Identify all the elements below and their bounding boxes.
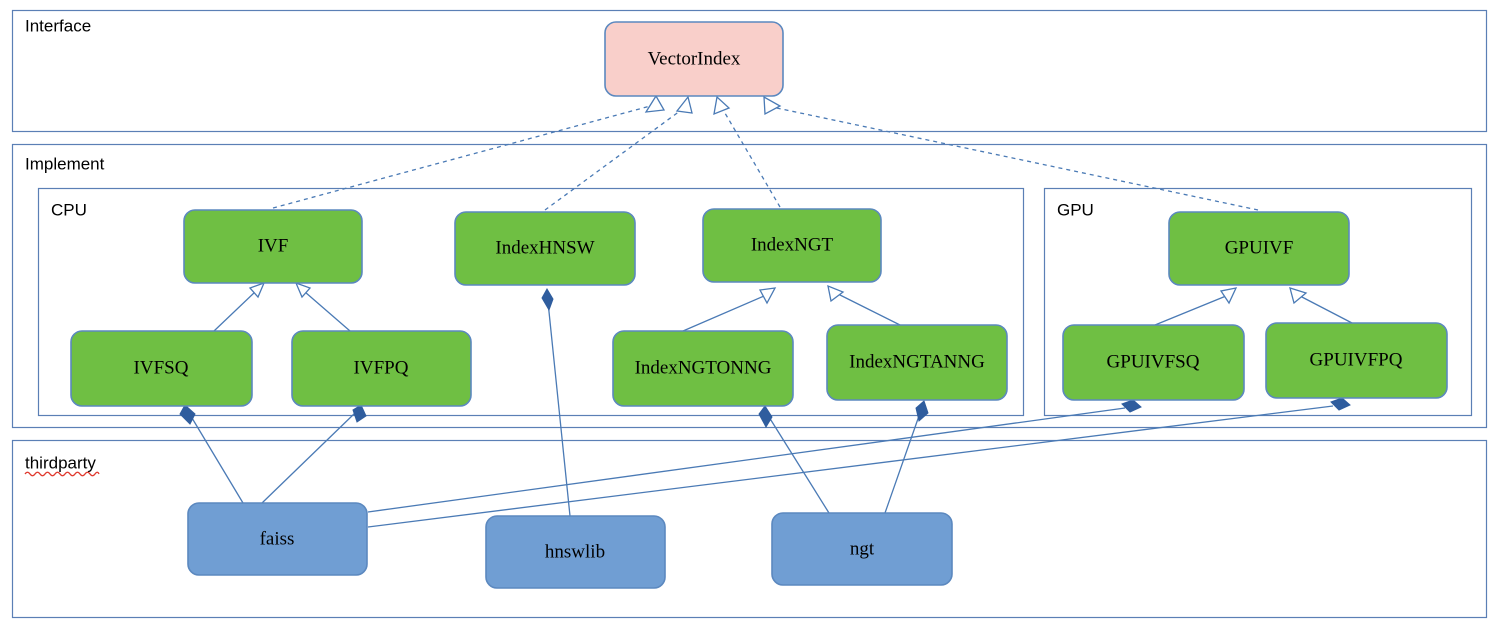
filled-diamond-arrowhead (352, 404, 367, 423)
node-indexngtanng[interactable]: IndexNGTANNG (826, 324, 1008, 401)
node-label: IndexNGTANNG (849, 351, 985, 372)
node-label: ngt (850, 538, 875, 559)
hollow-triangle-arrowhead (1289, 287, 1308, 305)
node-ngt[interactable]: ngt (771, 512, 953, 586)
edge-line (367, 407, 1126, 513)
edge-indexngtanng-extends-indexngt (827, 284, 901, 326)
group-label-cpu: CPU (51, 200, 87, 219)
node-box[interactable] (604, 21, 784, 97)
filled-diamond-arrowhead (179, 404, 196, 425)
edge-line (213, 291, 256, 332)
node-label: IndexNGT (751, 234, 834, 255)
edge-faiss-composes-gpuivfsq (367, 399, 1142, 513)
edge-line (261, 412, 356, 504)
node-indexngtonng[interactable]: IndexNGTONNG (612, 330, 794, 407)
node-box[interactable] (187, 502, 368, 576)
edge-faiss-composes-ivfsq (179, 404, 244, 504)
node-box[interactable] (1265, 322, 1448, 399)
node-box[interactable] (771, 512, 953, 586)
edge-line (547, 301, 571, 517)
node-box[interactable] (454, 211, 636, 286)
node-box[interactable] (702, 208, 882, 283)
edge-line (682, 295, 765, 332)
hollow-triangle-arrowhead (758, 287, 777, 305)
group-label-interface: Interface (25, 16, 91, 35)
node-box[interactable] (826, 324, 1008, 401)
edge-gpuivfpq-extends-gpuivf (1289, 287, 1353, 324)
node-hnswlib[interactable]: hnswlib (485, 515, 666, 589)
edge-indexngtonng-extends-indexngt (682, 287, 777, 332)
edge-faiss-composes-gpuivfpq (367, 397, 1351, 528)
node-label: IndexNGTONNG (635, 357, 772, 378)
edge-line (1299, 295, 1353, 324)
node-label: IVF (258, 235, 289, 256)
node-label: hnswlib (545, 541, 605, 562)
edge-line (837, 293, 901, 326)
node-gpuivfsq[interactable]: GPUIVFSQ (1062, 324, 1245, 401)
node-box[interactable] (1062, 324, 1245, 401)
edge-indexngt-implements-vectorindex (713, 95, 781, 208)
node-indexngt[interactable]: IndexNGT (702, 208, 882, 283)
filled-diamond-arrowhead (1330, 397, 1351, 411)
edge-ngt-composes-indexngtonng (758, 405, 830, 514)
filled-diamond-arrowhead (915, 400, 929, 422)
edge-indexhnsw-implements-vectorindex (544, 95, 693, 211)
edge-hnswlib-composes-indexhnsw (541, 288, 571, 517)
node-box[interactable] (183, 209, 363, 284)
filled-diamond-arrowhead (1121, 399, 1142, 413)
hollow-triangle-arrowhead (675, 95, 693, 114)
node-label: GPUIVF (1225, 237, 1294, 258)
edge-ivfpq-extends-ivf (294, 281, 351, 332)
edge-line (188, 412, 244, 504)
node-faiss[interactable]: faiss (187, 502, 368, 576)
node-box[interactable] (70, 330, 253, 407)
edge-line (768, 416, 830, 514)
node-box[interactable] (291, 330, 472, 407)
edge-gpuivfsq-extends-gpuivf (1154, 287, 1238, 326)
node-box[interactable] (612, 330, 794, 407)
filled-diamond-arrowhead (758, 405, 773, 429)
node-label: GPUIVFSQ (1107, 351, 1200, 372)
hollow-triangle-arrowhead (1219, 287, 1238, 305)
group-label-implement: Implement (25, 154, 105, 173)
edge-ngt-composes-indexngtanng (884, 400, 929, 514)
group-label-thirdparty: thirdparty (25, 453, 96, 472)
node-ivfpq[interactable]: IVFPQ (291, 330, 472, 407)
node-indexhnsw[interactable]: IndexHNSW (454, 211, 636, 286)
group-label-gpu: GPU (1057, 200, 1094, 219)
node-box[interactable] (485, 515, 666, 589)
node-label: IndexHNSW (495, 237, 594, 258)
node-ivfsq[interactable]: IVFSQ (70, 330, 253, 407)
edge-ivfsq-extends-ivf (213, 281, 266, 332)
node-label: IVFPQ (354, 357, 409, 378)
node-gpuivfpq[interactable]: GPUIVFPQ (1265, 322, 1448, 399)
hollow-triangle-arrowhead (248, 281, 266, 299)
node-label: faiss (260, 528, 295, 549)
hollow-triangle-arrowhead (644, 94, 666, 113)
hollow-triangle-arrowhead (294, 281, 312, 299)
node-ivf[interactable]: IVF (183, 209, 363, 284)
node-label: GPUIVFPQ (1310, 349, 1403, 370)
edge-line (272, 104, 655, 209)
edge-ivf-implements-vectorindex (272, 94, 666, 209)
hollow-triangle-arrowhead (827, 284, 845, 303)
node-box[interactable] (1168, 211, 1350, 286)
edge-line (304, 291, 351, 332)
edge-line (367, 405, 1334, 528)
node-label: VectorIndex (648, 48, 741, 69)
edge-gpuivf-implements-vectorindex (763, 95, 1259, 211)
spellcheck-squiggle-icon (24, 471, 100, 477)
edge-line (1154, 295, 1227, 326)
hollow-triangle-arrowhead (763, 95, 782, 116)
edge-line (771, 106, 1259, 211)
edge-line (721, 107, 781, 208)
node-vectorindex[interactable]: VectorIndex (604, 21, 784, 97)
node-gpuivf[interactable]: GPUIVF (1168, 211, 1350, 286)
edge-line (884, 412, 921, 514)
node-label: IVFSQ (134, 357, 189, 378)
hollow-triangle-arrowhead (713, 95, 731, 116)
edge-faiss-composes-ivfpq (261, 404, 367, 504)
filled-diamond-arrowhead (541, 288, 554, 312)
